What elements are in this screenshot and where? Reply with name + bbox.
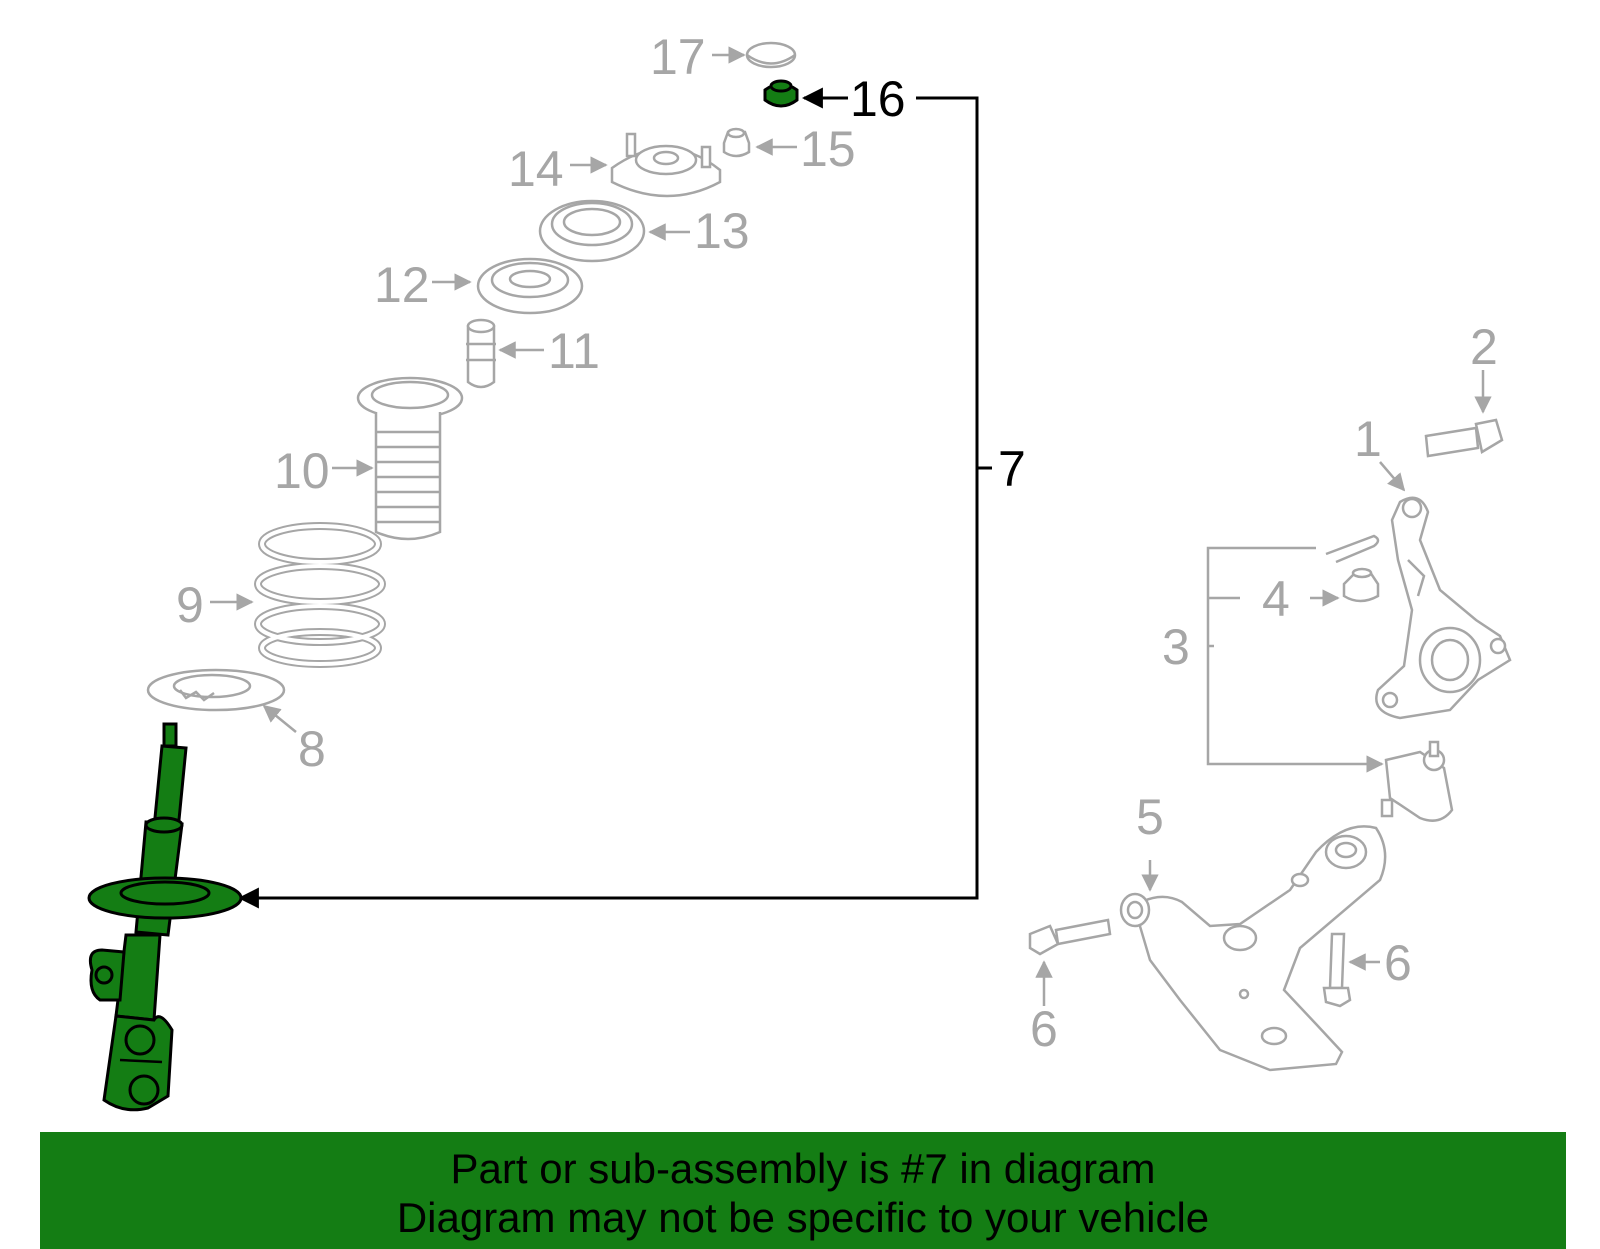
callout-6-right: 6 [1384, 935, 1412, 991]
callout-14: 14 [508, 141, 564, 197]
callout-7: 7 [998, 441, 1026, 497]
part-3-bracket [1206, 546, 1384, 773]
callout-5: 5 [1136, 789, 1164, 845]
part-3-ball-joint[interactable] [1380, 740, 1454, 822]
callout-13: 13 [694, 203, 750, 259]
part-14-strut-mount[interactable] [610, 132, 722, 198]
banner-line-1: Part or sub-assembly is #7 in diagram [450, 1145, 1156, 1192]
part-16-nut[interactable] [763, 79, 799, 108]
callout-6-left: 6 [1030, 1001, 1058, 1057]
part-12-insulator[interactable] [476, 257, 584, 315]
part-8-spring-seat[interactable] [146, 668, 286, 712]
part-15-bushing[interactable] [722, 127, 751, 158]
callout-15: 15 [800, 121, 856, 177]
part-6-bolt-left[interactable] [1028, 918, 1112, 956]
part-17-cap[interactable] [745, 41, 797, 69]
part-9-coil-spring[interactable] [254, 522, 386, 668]
banner-line-2: Diagram may not be specific to your vehi… [396, 1194, 1210, 1241]
callout-1: 1 [1354, 411, 1382, 467]
part-7-strut[interactable] [87, 722, 243, 1112]
part-10-dust-boot[interactable] [356, 376, 464, 541]
callout-8: 8 [298, 721, 326, 777]
part-4-nut[interactable] [1342, 567, 1380, 603]
strut-assembly-bracket [237, 96, 992, 909]
callout-17: 17 [650, 29, 706, 85]
callout-12: 12 [374, 257, 430, 313]
callout-2: 2 [1470, 319, 1498, 375]
part-13-bearing[interactable] [538, 199, 646, 263]
part-5-lower-control-arm[interactable] [1119, 825, 1387, 1072]
callout-16: 16 [850, 71, 906, 127]
callout-3: 3 [1162, 619, 1190, 675]
callout-4: 4 [1262, 571, 1290, 627]
callout-11: 11 [548, 323, 600, 379]
part-2-bolt[interactable] [1424, 418, 1504, 458]
part-1-steering-knuckle[interactable] [1375, 496, 1512, 720]
callout-9: 9 [176, 577, 204, 633]
part-3-cotter-pin[interactable] [1325, 534, 1380, 564]
callout-10: 10 [274, 443, 330, 499]
part-6-bolt-right[interactable] [1322, 932, 1352, 1008]
info-banner: Part or sub-assembly is #7 in diagram Di… [40, 1132, 1566, 1249]
part-11-bump-stop[interactable] [466, 318, 496, 389]
